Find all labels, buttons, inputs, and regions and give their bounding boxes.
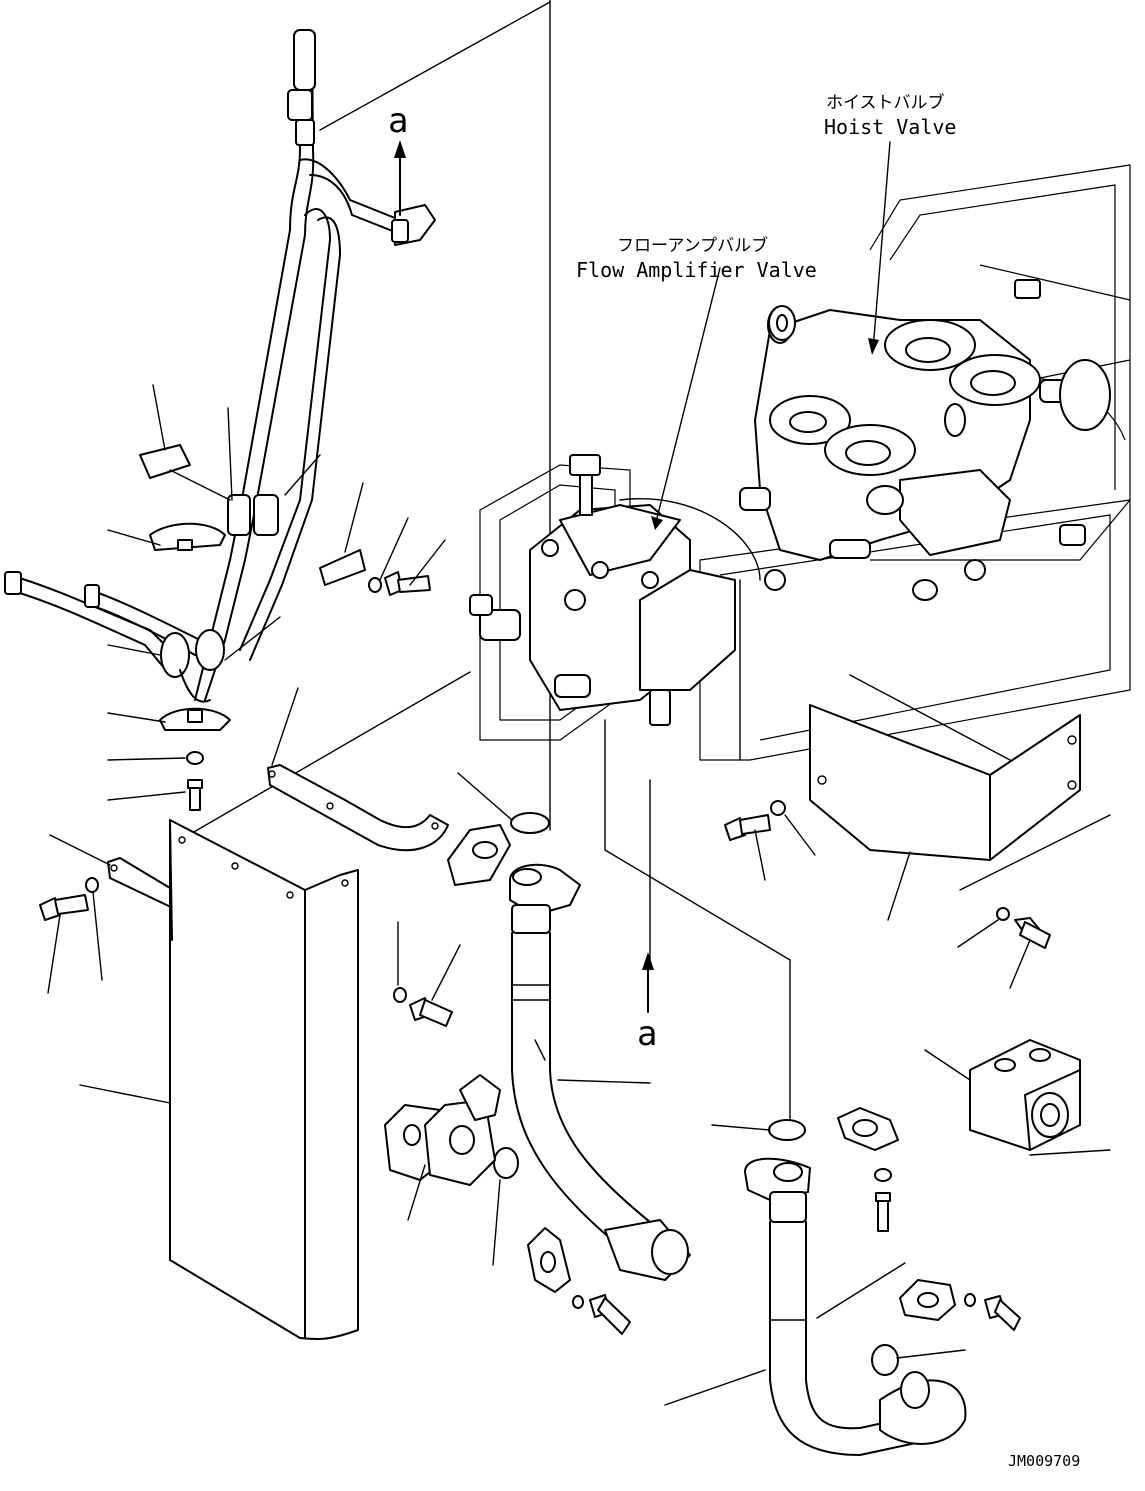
fasteners bbox=[39, 571, 1051, 1335]
main-hose-lower bbox=[744, 1157, 967, 1456]
view-marker-a-top: a bbox=[388, 101, 408, 141]
view-arrows bbox=[394, 140, 654, 1013]
flow-amplifier-valve-body bbox=[469, 454, 761, 761]
flow-amplifier-label-jp: フローアンプバルブ bbox=[617, 235, 768, 256]
lifting-eye bbox=[768, 305, 796, 341]
right-bracket bbox=[809, 704, 1111, 891]
flow-amplifier-label-en: Flow Amplifier Valve bbox=[576, 258, 817, 282]
flange-halves bbox=[447, 824, 956, 1321]
drawing-code: JM009709 bbox=[1008, 1452, 1080, 1470]
adapter-flanges bbox=[384, 1074, 501, 1186]
hoist-valve-label-jp: ホイストバルブ bbox=[826, 92, 945, 113]
pilot-hose-upper bbox=[194, 29, 436, 701]
hose-clamps bbox=[139, 444, 366, 731]
cover-guard bbox=[169, 819, 359, 1340]
hoist-valve-label-en: Hoist Valve bbox=[824, 115, 956, 139]
main-hose-middle bbox=[509, 863, 691, 1281]
pilot-hose-left bbox=[4, 571, 225, 703]
hoist-valve-body bbox=[739, 279, 1111, 601]
leader-lines bbox=[47, 141, 1031, 1406]
leader-arrowheads bbox=[651, 338, 879, 530]
view-marker-a-bottom: a bbox=[637, 1014, 657, 1054]
block-valve bbox=[969, 1039, 1111, 1156]
